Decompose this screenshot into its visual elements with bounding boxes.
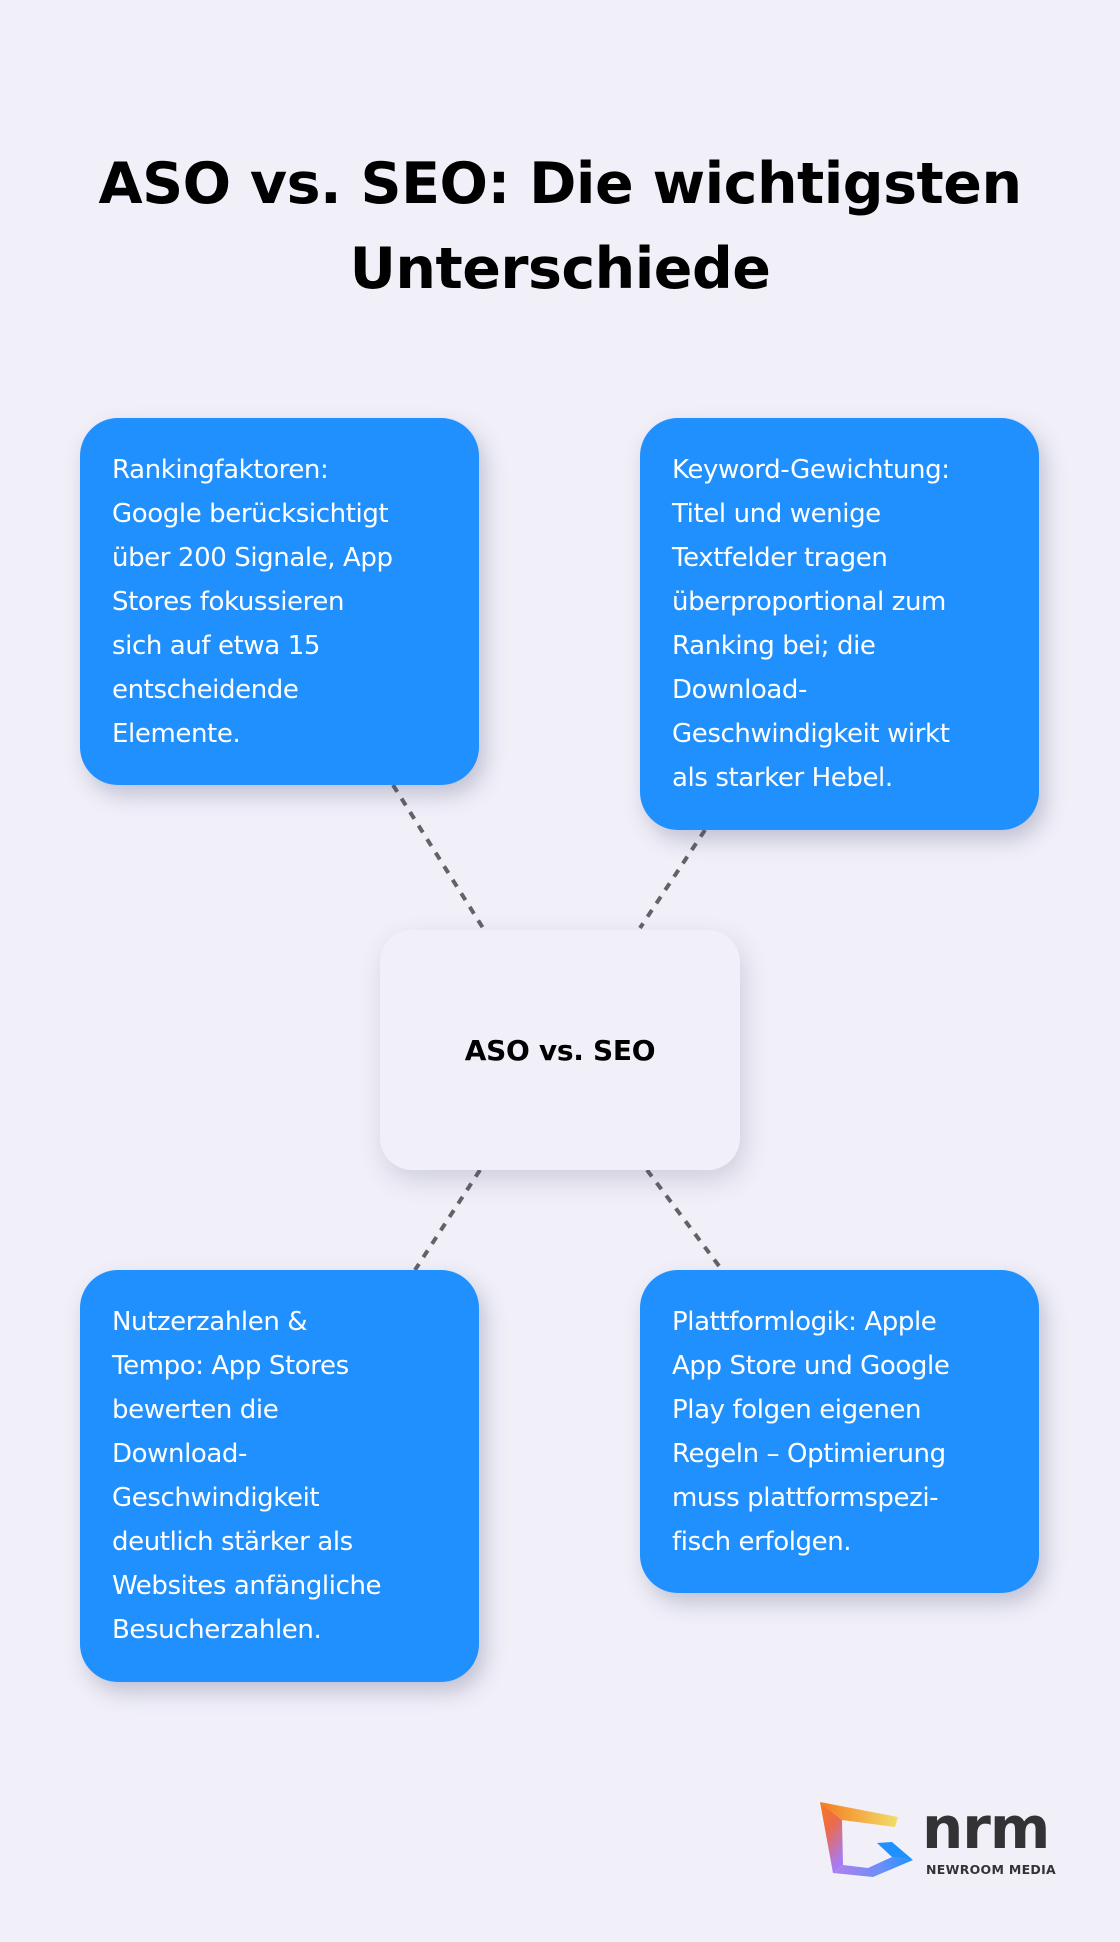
card-text-line: muss plattformspezi-: [672, 1483, 939, 1513]
center-node: ASO vs. SEO: [380, 930, 740, 1170]
card-plattformlogik: Plattformlogik: Apple App Store und Goog…: [640, 1270, 1039, 1593]
page-title-line-2: Unterschiede: [349, 236, 771, 303]
connector-bottom-right: [645, 1168, 724, 1272]
logo-wordmark: nrm: [922, 1794, 1050, 1862]
card-text-line: überproportional zum: [672, 587, 946, 617]
card-text-line: Ranking bei; die: [672, 631, 876, 661]
card-text-line: entscheidende: [112, 675, 299, 705]
card-text-line: Stores fokussieren: [112, 587, 345, 617]
nrm-logo-icon: [820, 1802, 913, 1877]
card-text-line: sich auf etwa 15: [112, 631, 320, 661]
card-keyword-gewichtung: Keyword-Gewichtung: Titel und wenige Tex…: [640, 418, 1039, 830]
connector-bottom-left: [413, 1168, 482, 1272]
card-text-line: Besucherzahlen.: [112, 1615, 322, 1645]
card-text-line: Keyword-Gewichtung:: [672, 455, 950, 485]
card-text-line: Textfelder tragen: [672, 543, 888, 573]
card-rankingfaktoren: Rankingfaktoren: Google berücksichtigt ü…: [80, 418, 479, 785]
card-text-line: deutlich stärker als: [112, 1527, 353, 1557]
card-text-line: Geschwindigkeit wirkt: [672, 719, 950, 749]
card-text-line: Download-: [112, 1439, 248, 1469]
card-text-line: Play folgen eigenen: [672, 1395, 922, 1425]
card-text-line: Tempo: App Stores: [112, 1351, 349, 1381]
card-text-line: Google berücksichtigt: [112, 499, 389, 529]
card-text-line: Plattformlogik: Apple: [672, 1307, 937, 1337]
card-text-line: Download-: [672, 675, 808, 705]
card-text-line: als starker Hebel.: [672, 763, 893, 793]
card-text-line: Regeln – Optimierung: [672, 1439, 946, 1469]
center-node-label: ASO vs. SEO: [464, 1033, 656, 1067]
card-text-line: Websites anfängliche: [112, 1571, 382, 1601]
page-title: ASO vs. SEO: Die wichtigsten Unterschied…: [0, 142, 1120, 312]
card-text-line: Nutzerzahlen &: [112, 1307, 308, 1337]
card-text-line: Titel und wenige: [672, 499, 881, 529]
card-text-line: fisch erfolgen.: [672, 1527, 852, 1557]
card-nutzerzahlen-tempo: Nutzerzahlen & Tempo: App Stores bewerte…: [80, 1270, 479, 1682]
card-text-line: bewerten die: [112, 1395, 279, 1425]
connector-top-right: [638, 828, 707, 930]
card-text-line: Geschwindigkeit: [112, 1483, 320, 1513]
brand-logo: nrm NEWROOM MEDIA: [818, 1798, 1068, 1888]
logo-subtitle: NEWROOM MEDIA: [926, 1862, 1057, 1877]
card-text-line: App Store und Google: [672, 1351, 950, 1381]
card-text-line: Rankingfaktoren:: [112, 455, 329, 485]
card-text-line: über 200 Signale, App: [112, 543, 393, 573]
card-text-line: Elemente.: [112, 719, 241, 749]
page-title-line-1: ASO vs. SEO: Die wichtigsten: [98, 151, 1022, 218]
connector-top-left: [391, 783, 485, 930]
